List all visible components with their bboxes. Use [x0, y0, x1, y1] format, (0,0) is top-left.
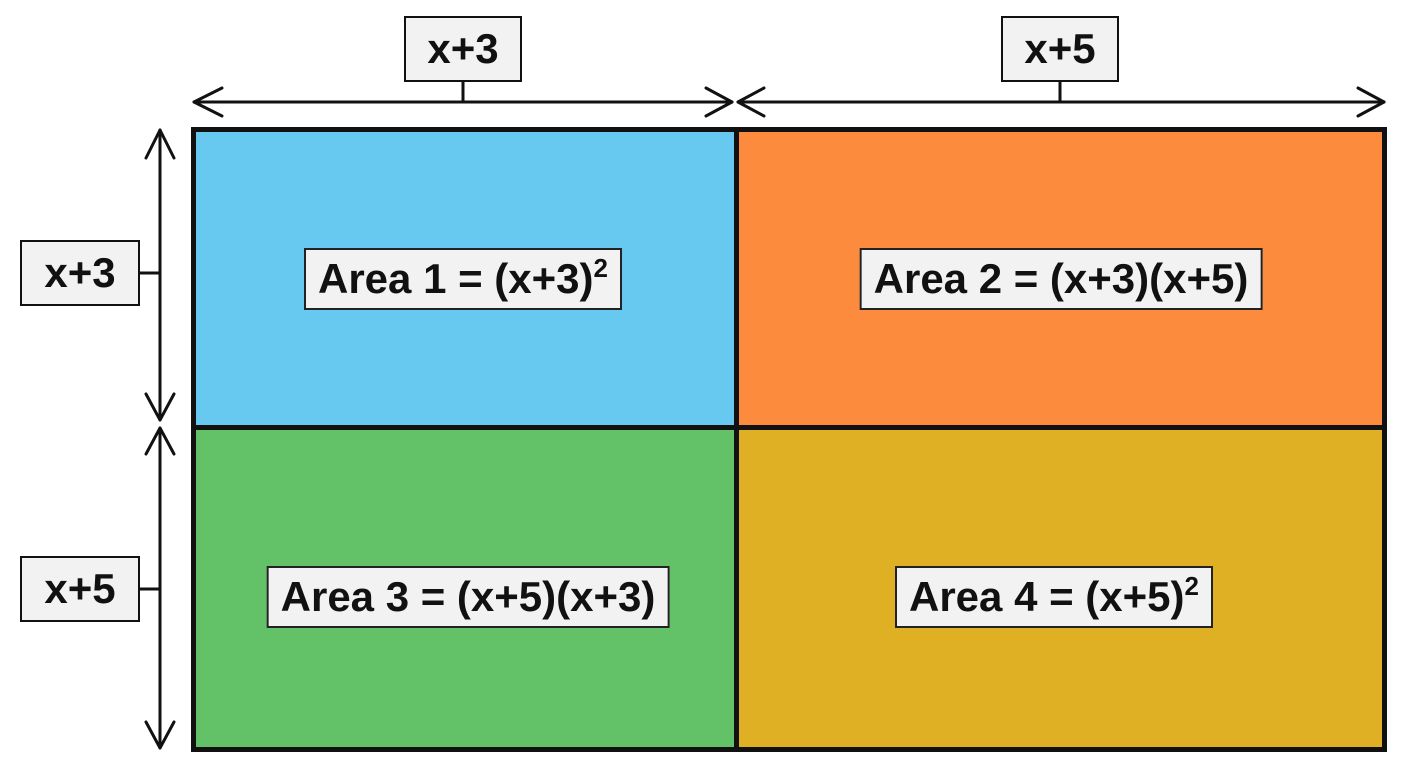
left-dimension-label-2: x+5 — [20, 556, 140, 622]
horizontal-divider — [196, 425, 1382, 430]
area-3-label: Area 3 = (x+5)(x+3) — [266, 566, 670, 628]
left-dimension-label-1: x+3 — [20, 240, 140, 306]
area-grid: Area 1 = (x+3)2 Area 2 = (x+3)(x+5) Area… — [191, 127, 1387, 752]
area-1-label: Area 1 = (x+3)2 — [304, 248, 622, 310]
area-1-text: Area 1 = (x+3) — [318, 255, 594, 302]
top-dimension-label-1: x+3 — [404, 16, 522, 82]
vertical-divider — [734, 132, 739, 747]
area-2-cell: Area 2 = (x+3)(x+5) — [736, 132, 1382, 427]
top-dimension-label-2: x+5 — [1001, 16, 1119, 82]
top-arrow-1-icon — [192, 78, 734, 118]
left-arrow-2-icon — [138, 426, 176, 750]
area-1-cell: Area 1 = (x+3)2 — [196, 132, 736, 427]
area-4-text: Area 4 = (x+5) — [909, 573, 1185, 620]
area-2-text: Area 2 = (x+3)(x+5) — [873, 255, 1249, 302]
area-4-label: Area 4 = (x+5)2 — [895, 566, 1213, 628]
area-4-exponent: 2 — [1184, 571, 1199, 601]
left-arrow-1-icon — [138, 128, 176, 422]
area-4-cell: Area 4 = (x+5)2 — [736, 427, 1382, 747]
area-2-label: Area 2 = (x+3)(x+5) — [859, 248, 1263, 310]
area-3-cell: Area 3 = (x+5)(x+3) — [196, 427, 736, 747]
area-3-text: Area 3 = (x+5)(x+3) — [280, 573, 656, 620]
top-arrow-2-icon — [736, 78, 1386, 118]
area-1-exponent: 2 — [593, 253, 608, 283]
